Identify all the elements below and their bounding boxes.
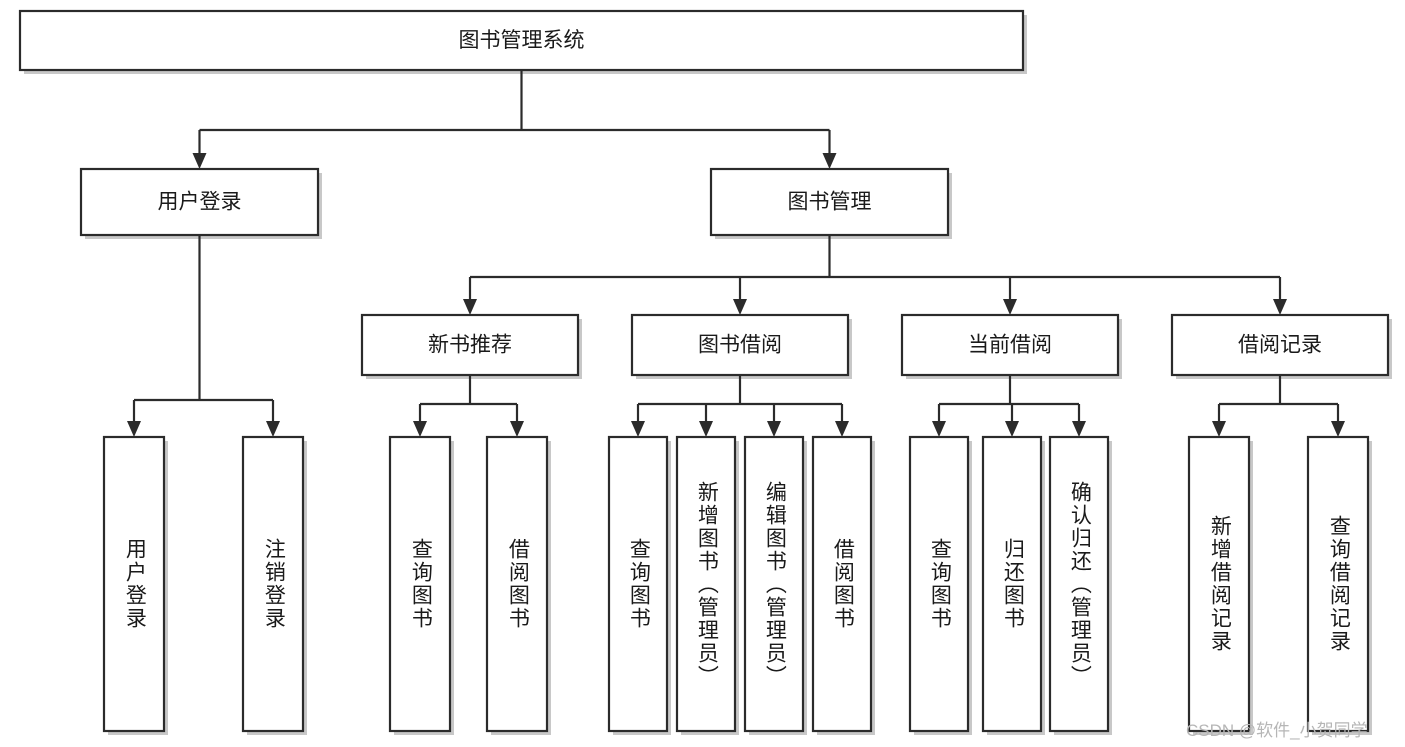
arrow-head-icon (1273, 299, 1287, 315)
node-leaf-query-book-1[interactable] (388, 435, 452, 733)
node-leaf-return-book[interactable] (981, 435, 1043, 733)
node-user-login[interactable] (79, 167, 320, 237)
node-root-system[interactable] (18, 9, 1025, 72)
arrow-head-icon (932, 421, 946, 437)
node-leaf-borrow-book-1[interactable] (485, 435, 549, 733)
arrow-head-icon (1212, 421, 1226, 437)
node-leaf-edit-book[interactable] (743, 435, 805, 733)
node-leaf-query-record-hitarea[interactable] (1308, 437, 1368, 731)
watermark-text: CSDN @软件_小贺同学 (1186, 721, 1368, 740)
node-book-borrow[interactable] (630, 313, 850, 377)
node-leaf-query-book-1-hitarea[interactable] (390, 437, 450, 731)
node-leaf-borrow-book-2[interactable] (811, 435, 873, 733)
node-new-book-rec[interactable] (360, 313, 580, 377)
arrow-head-icon (413, 421, 427, 437)
node-leaf-query-record[interactable] (1306, 435, 1370, 733)
node-leaf-borrow-book-1-hitarea[interactable] (487, 437, 547, 731)
node-leaf-confirm-return[interactable] (1048, 435, 1110, 733)
node-leaf-user-login[interactable] (102, 435, 166, 733)
arrow-head-icon (1003, 299, 1017, 315)
node-leaf-query-book-2-hitarea[interactable] (609, 437, 667, 731)
node-leaf-add-record-hitarea[interactable] (1189, 437, 1249, 731)
node-book-manage[interactable] (709, 167, 950, 237)
arrow-head-icon (631, 421, 645, 437)
node-book-manage-label: 图书管理 (788, 191, 872, 214)
node-new-book-rec-label: 新书推荐 (428, 334, 512, 357)
arrow-head-icon (463, 299, 477, 315)
node-current-borrow-label: 当前借阅 (968, 334, 1052, 357)
node-leaf-user-logout-hitarea[interactable] (243, 437, 303, 731)
node-current-borrow[interactable] (900, 313, 1120, 377)
node-leaf-query-book-2[interactable] (607, 435, 669, 733)
arrow-head-icon (1072, 421, 1086, 437)
arrow-head-icon (767, 421, 781, 437)
node-user-login-label: 用户登录 (158, 191, 242, 214)
connector-layer (127, 70, 1345, 437)
arrow-head-icon (1005, 421, 1019, 437)
arrow-head-icon (733, 299, 747, 315)
arrow-head-icon (127, 421, 141, 437)
node-leaf-return-book-hitarea[interactable] (983, 437, 1041, 731)
arrow-head-icon (699, 421, 713, 437)
node-leaf-borrow-book-2-hitarea[interactable] (813, 437, 871, 731)
node-borrow-record-label: 借阅记录 (1238, 334, 1322, 357)
arrow-head-icon (192, 153, 207, 169)
arrow-head-icon (822, 153, 837, 169)
node-root-label: 图书管理系统 (459, 29, 585, 52)
node-leaf-confirm-return-hitarea[interactable] (1050, 437, 1108, 731)
box-layer (18, 9, 1390, 733)
node-leaf-edit-book-hitarea[interactable] (745, 437, 803, 731)
node-borrow-record[interactable] (1170, 313, 1390, 377)
arrow-head-icon (1331, 421, 1345, 437)
node-leaf-query-book-3-hitarea[interactable] (910, 437, 968, 731)
node-leaf-add-record[interactable] (1187, 435, 1251, 733)
node-leaf-user-logout[interactable] (241, 435, 305, 733)
node-leaf-add-book-hitarea[interactable] (677, 437, 735, 731)
node-leaf-user-login-hitarea[interactable] (104, 437, 164, 731)
arrow-head-icon (266, 421, 280, 437)
node-leaf-add-book[interactable] (675, 435, 737, 733)
node-book-borrow-label: 图书借阅 (698, 334, 782, 357)
node-leaf-query-book-3[interactable] (908, 435, 970, 733)
arrow-head-icon (835, 421, 849, 437)
arrow-head-icon (510, 421, 524, 437)
